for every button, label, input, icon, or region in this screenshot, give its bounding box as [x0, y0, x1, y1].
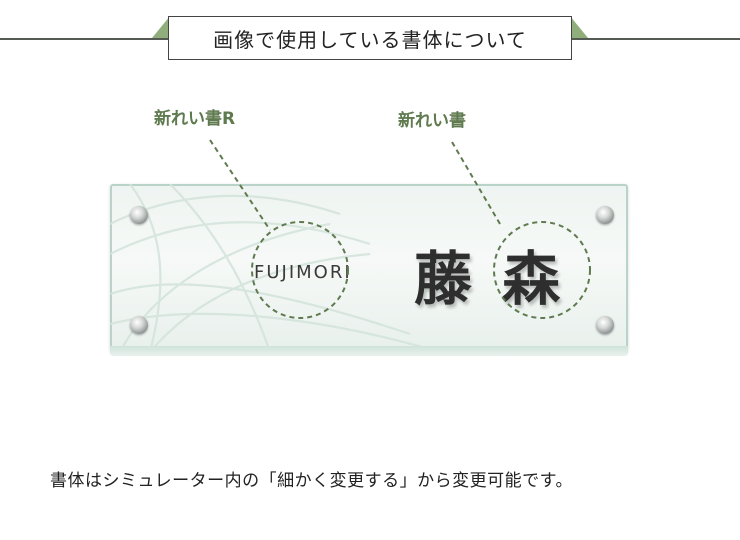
header-tab-left-decoration — [152, 16, 170, 38]
nameplate-edge — [110, 346, 628, 356]
callout-line-right — [451, 141, 501, 225]
section-title-text: 画像で使用している書体について — [213, 27, 527, 52]
font-label-shinreisho-r: 新れい書R — [154, 109, 236, 129]
callout-line-left — [209, 139, 271, 231]
plate-kanji-second: 森 — [502, 245, 561, 313]
footer-note: 書体はシミュレーター内の「細かく変更する」から変更可能です。 — [50, 471, 573, 491]
screw-bottom-right-icon — [596, 316, 614, 334]
screw-bottom-left-icon — [130, 316, 148, 334]
screw-top-right-icon — [596, 206, 614, 224]
screw-top-left-icon — [130, 206, 148, 224]
font-label-shinreisho: 新れい書 — [398, 111, 466, 131]
header-tab-right-decoration — [570, 16, 588, 38]
plate-kanji-first: 藤 — [414, 245, 473, 313]
section-title: 画像で使用している書体について — [168, 16, 572, 60]
plate-romaji-name: FUJIMORI — [254, 262, 352, 283]
nameplate-glass — [110, 184, 628, 352]
callout-circle-left — [251, 221, 349, 319]
callout-circle-right — [493, 221, 591, 319]
